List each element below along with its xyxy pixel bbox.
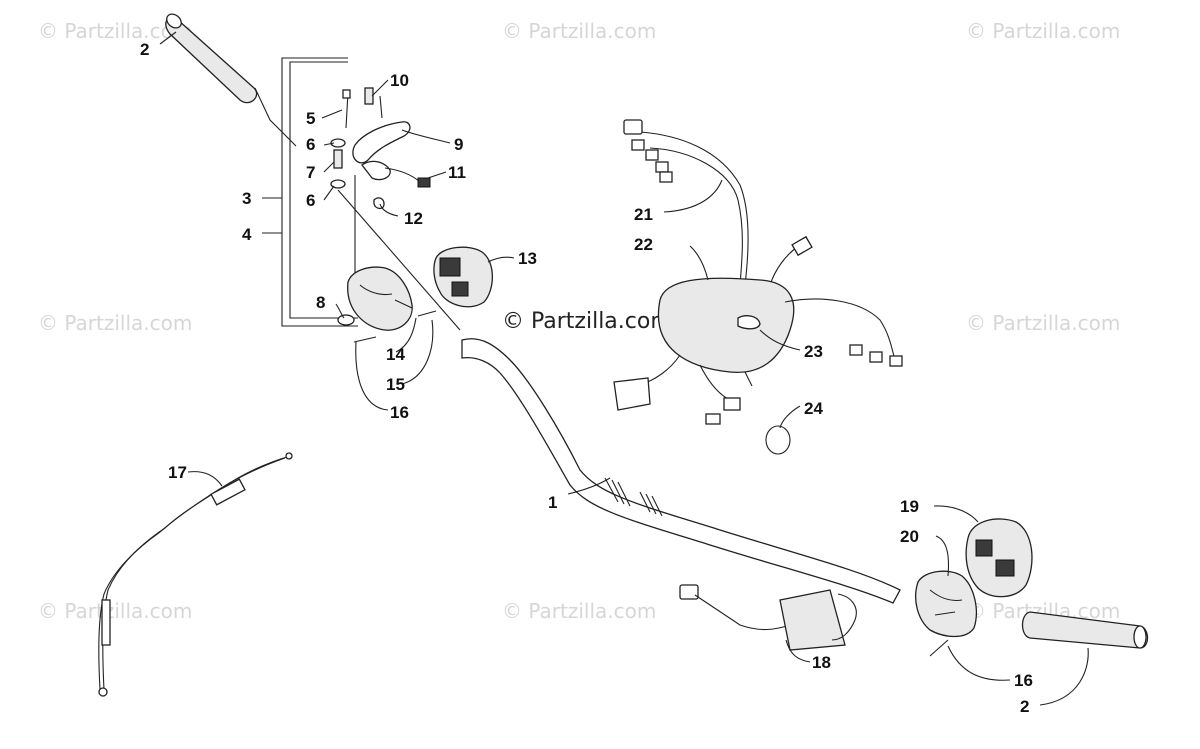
- throttle-switch: [433, 246, 494, 308]
- watermarks: © Partzilla.com © Partzilla.com © Partzi…: [38, 19, 1120, 623]
- handlebar: [461, 338, 901, 604]
- callout-9: 9: [454, 135, 463, 154]
- callout-17: 17: [168, 463, 187, 482]
- callout-22: 22: [634, 235, 653, 254]
- callout-12: 12: [404, 209, 423, 228]
- callout-3: 3: [242, 189, 251, 208]
- callout-2-right: 2: [1020, 697, 1029, 716]
- watermark-center: © Partzilla.com: [502, 309, 672, 334]
- callout-5: 5: [306, 109, 315, 128]
- callout-24: 24: [804, 399, 823, 418]
- right-grip: [1021, 611, 1149, 649]
- watermark-bottom-center: © Partzilla.com: [502, 599, 656, 623]
- callout-7: 7: [306, 163, 315, 182]
- callout-1: 1: [548, 493, 557, 512]
- callout-11: 11: [448, 163, 466, 182]
- callout-23: 23: [804, 342, 823, 361]
- watermark-mid-left: © Partzilla.com: [38, 311, 192, 335]
- callout-18: 18: [812, 653, 831, 672]
- leader-lines: [159, 31, 1089, 706]
- watermark-top-right: © Partzilla.com: [966, 19, 1120, 43]
- throttle-cable: [98, 452, 293, 697]
- callout-6-lower: 6: [306, 191, 315, 210]
- callout-13: 13: [518, 249, 537, 268]
- callouts: 2 3 4 5 6 7 6 8 9 10 11 12 13 14 15 16 1…: [140, 40, 1033, 716]
- callout-4: 4: [242, 225, 252, 244]
- callout-16-right: 16: [1014, 671, 1033, 690]
- left-grip: [165, 13, 258, 104]
- wiring-harness: [613, 119, 903, 455]
- callout-19: 19: [900, 497, 919, 516]
- callout-2-left: 2: [140, 40, 149, 59]
- watermark-top-center: © Partzilla.com: [502, 19, 656, 43]
- callout-14: 14: [386, 345, 405, 364]
- right-switch-housing: [915, 518, 1033, 657]
- callout-16-left: 16: [390, 403, 409, 422]
- bracket-lines: [281, 57, 358, 327]
- callout-8: 8: [316, 293, 325, 312]
- callout-15: 15: [386, 375, 405, 394]
- watermark-mid-right: © Partzilla.com: [966, 311, 1120, 335]
- left-switch-housing: [337, 266, 437, 343]
- callout-10: 10: [390, 71, 409, 90]
- callout-6-upper: 6: [306, 135, 315, 154]
- watermark-bottom-left: © Partzilla.com: [38, 599, 192, 623]
- callout-20: 20: [900, 527, 919, 546]
- throttle-lever-assembly: [330, 87, 431, 280]
- hand-warmer-element: [679, 584, 857, 651]
- callout-21: 21: [634, 205, 653, 224]
